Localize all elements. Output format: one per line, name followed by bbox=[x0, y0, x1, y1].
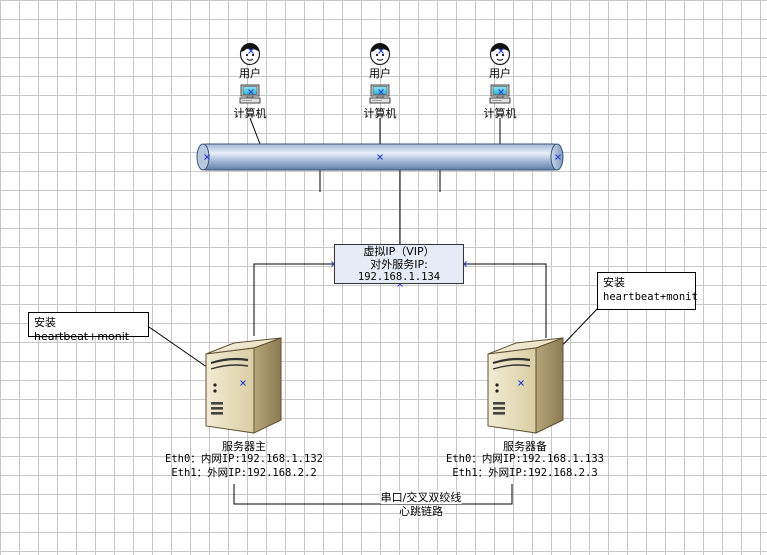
connector-vip-master bbox=[253, 263, 334, 336]
user-icon bbox=[239, 42, 261, 66]
user-label: 用户 bbox=[239, 67, 261, 80]
computer-icon bbox=[489, 84, 511, 104]
user-label: 用户 bbox=[369, 67, 391, 80]
server-backup-name: 服务器备 bbox=[503, 440, 547, 453]
callout-right-line1: 安装 bbox=[603, 276, 625, 289]
vip-subtitle: 对外服务IP: bbox=[370, 257, 428, 271]
server-master-eth1: Eth1：外网IP:192.168.2.2 bbox=[171, 467, 317, 479]
computer-icon bbox=[369, 84, 391, 104]
callout-left: 安装heartbeat+monit bbox=[28, 312, 149, 343]
server-backup-eth0: Eth0：内网IP:192.168.1.133 bbox=[446, 453, 604, 465]
vip-address: 192.168.1.134 bbox=[357, 271, 441, 283]
computer-icon bbox=[239, 84, 261, 104]
heartbeat-label-name: 心跳链路 bbox=[399, 505, 443, 518]
user-icon bbox=[369, 42, 391, 66]
callout-left-text: 安装heartbeat+monit bbox=[34, 316, 130, 343]
user-label: 用户 bbox=[489, 67, 511, 80]
computer-label: 计算机 bbox=[233, 107, 267, 120]
server-backup-icon bbox=[486, 336, 565, 434]
server-master-eth0: Eth0：内网IP:192.168.1.132 bbox=[165, 453, 323, 465]
server-master-icon bbox=[204, 336, 283, 434]
callout-right: 安装 heartbeat+monit bbox=[597, 272, 698, 310]
callout-left-leader bbox=[148, 326, 215, 373]
heartbeat-label-medium: 串口/交叉双绞线 bbox=[380, 491, 462, 504]
computer-label: 计算机 bbox=[483, 107, 517, 120]
server-master-name: 服务器主 bbox=[222, 440, 266, 453]
user-icon bbox=[489, 42, 511, 66]
callout-right-line2: heartbeat+monit bbox=[603, 291, 698, 303]
heartbeat-link bbox=[233, 484, 513, 505]
connector-user1-bus bbox=[249, 117, 261, 145]
connector-vip-backup bbox=[464, 263, 547, 338]
server-backup-eth1: Eth1：外网IP:192.168.2.3 bbox=[452, 467, 598, 479]
vip-title: 虚拟IP（VIP） bbox=[363, 245, 435, 258]
computer-label: 计算机 bbox=[363, 107, 397, 120]
vip-box: 虚拟IP（VIP） 对外服务IP: 192.168.1.134 bbox=[334, 244, 464, 284]
